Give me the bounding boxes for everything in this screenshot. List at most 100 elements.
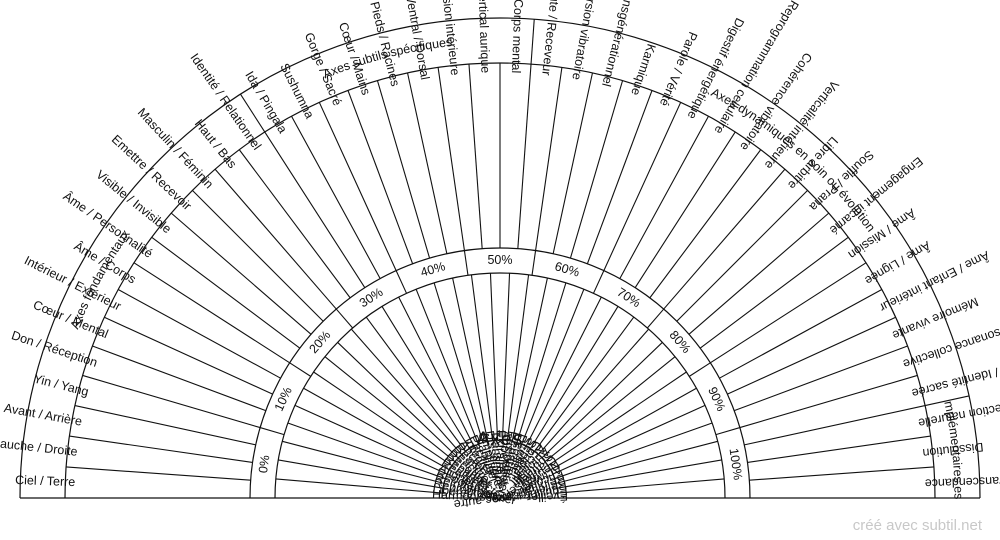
inner-sector-label: Éveiller — [527, 489, 569, 506]
band-label: Axes dynamiques en soin ou évolution — [709, 86, 878, 235]
outer-divider — [117, 289, 281, 379]
inner-divider — [557, 459, 722, 489]
outer-sector-label: Karmique — [628, 42, 658, 97]
outer-sector-label: Don / Réception — [10, 328, 100, 370]
inner-sector-label: Appeler — [496, 430, 514, 474]
outer-divider — [69, 435, 253, 463]
inner-divider — [544, 356, 676, 462]
outer-sector-label: Champ vertical aurique — [474, 0, 493, 74]
inner-sector-label: Harmoniser — [432, 487, 497, 504]
inner-divider — [534, 316, 635, 452]
inner-divider — [398, 296, 475, 447]
outer-divider — [663, 168, 786, 310]
outer-sector-label: Dissolution — [922, 440, 984, 460]
inner-divider — [415, 289, 479, 445]
inner-divider — [525, 296, 602, 447]
inner-divider — [337, 341, 459, 459]
outer-divider — [517, 64, 532, 249]
outer-divider — [649, 149, 762, 299]
inner-divider — [282, 440, 445, 484]
percent-divider — [395, 270, 408, 294]
inner-divider — [294, 404, 448, 475]
outer-sector-label: Parole / Vérité — [657, 30, 700, 109]
band-divider — [924, 395, 970, 407]
center-label: Axes — [477, 429, 523, 450]
outer-divider — [468, 64, 483, 249]
inner-divider — [365, 316, 466, 452]
outer-sector-label: Pieds / Racines — [367, 0, 402, 88]
outer-sector-label: Transgénérationnel — [599, 0, 639, 88]
outer-sector-label: Grâce / Transcendance — [924, 472, 1000, 491]
percent-label: 60% — [553, 259, 581, 279]
outer-sector-label: Sushumna — [277, 61, 316, 121]
outer-divider — [747, 435, 931, 463]
outer-divider — [586, 90, 653, 264]
inner-divider — [547, 371, 687, 466]
outer-divider — [376, 80, 431, 259]
inner-divider — [275, 478, 443, 494]
percent-divider — [646, 308, 665, 329]
outer-divider — [739, 374, 918, 429]
inner-divider — [278, 459, 443, 489]
inner-divider — [470, 274, 494, 441]
outer-divider — [744, 404, 926, 446]
inner-divider — [529, 306, 619, 449]
inner-divider — [501, 273, 511, 441]
outer-divider — [552, 72, 594, 254]
percent-label: 50% — [487, 253, 512, 267]
outer-divider — [699, 236, 849, 349]
inner-divider — [554, 422, 713, 480]
inner-divider — [550, 387, 697, 471]
outer-sector-label: Thérapeute / Receveur — [539, 0, 567, 76]
inner-divider — [452, 277, 489, 442]
outer-divider — [66, 466, 251, 481]
outer-divider — [569, 80, 624, 259]
inner-divider — [516, 282, 567, 443]
hub-arc — [441, 439, 559, 499]
percent-divider — [592, 270, 605, 294]
outer-divider — [82, 374, 261, 429]
inner-divider — [537, 328, 650, 455]
outer-divider — [749, 466, 934, 481]
credit-text: créé avec subtil.net — [852, 517, 982, 534]
outer-divider — [238, 149, 351, 299]
outer-divider — [727, 316, 896, 395]
outer-divider — [619, 115, 709, 279]
inner-sector-label: Libérer — [432, 482, 472, 501]
outer-sector-label: Axe d'inversion vibratoire — [569, 0, 608, 81]
outer-divider — [74, 404, 256, 446]
chart-lines — [19, 17, 981, 499]
percent-divider — [259, 427, 285, 436]
outer-divider — [734, 345, 908, 412]
inner-divider — [506, 274, 530, 441]
inner-divider — [303, 387, 450, 471]
inner-divider — [313, 371, 453, 466]
inner-sector-label: Transmuter — [488, 430, 507, 494]
outer-divider — [104, 316, 273, 395]
inner-divider — [287, 422, 446, 480]
outer-divider — [719, 289, 883, 379]
outer-divider — [437, 67, 465, 251]
outer-divider — [634, 131, 736, 288]
outer-divider — [603, 102, 682, 271]
percent-divider — [289, 362, 312, 377]
inner-divider — [555, 440, 718, 484]
outer-divider — [688, 212, 830, 335]
outer-sector-label: Yin / Yang — [32, 372, 90, 399]
band-divider — [240, 93, 266, 133]
percent-label: 100% — [727, 447, 745, 481]
outer-divider — [192, 190, 324, 322]
inner-divider — [350, 328, 463, 455]
inner-divider — [521, 289, 585, 445]
inner-divider — [541, 341, 663, 459]
inner-divider — [381, 306, 471, 449]
outer-divider — [291, 115, 381, 279]
percent-divider — [688, 362, 711, 377]
outer-sector-label: Identité / Relationnel — [187, 51, 263, 153]
outer-divider — [214, 168, 337, 310]
outer-divider — [170, 212, 312, 335]
inner-sector-label: Extraire — [494, 430, 508, 473]
outer-divider — [151, 236, 301, 349]
inner-divider — [557, 478, 725, 494]
